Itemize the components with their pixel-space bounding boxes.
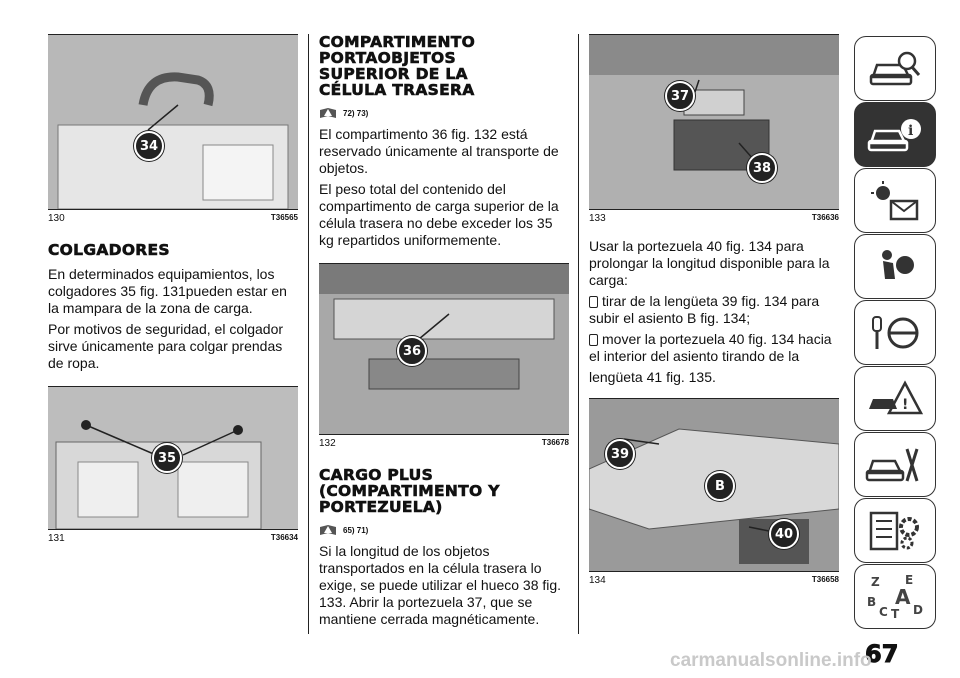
specs-gear-icon [869,511,919,550]
heading-line: (COMPARTIMENTO Y [319,482,500,500]
index-letter: D [913,602,923,617]
callout-39: 39 [605,439,635,469]
figure-131-number: 131 [48,533,65,544]
airbag-person-icon [882,249,914,279]
tab-car-info[interactable]: i [854,102,936,167]
figure-130-number: 130 [48,213,65,224]
index-letters-icon: Z E B A C D T [865,573,925,621]
car-info-icon: i [867,118,921,151]
heading-compartimento: COMPARTIMENTO PORTAOBJETOS SUPERIOR DE L… [319,33,569,99]
lights-mail-icon [871,180,919,220]
callout-40: 40 [769,519,799,549]
figure-132-number: 132 [319,438,336,449]
car-tools-icon [865,448,919,481]
tab-index[interactable]: Z E B A C D T [854,564,936,629]
callout-38: 38 [747,153,777,183]
key-steering-icon [872,315,919,349]
page-number: 67 [864,640,899,669]
callout-35: 35 [152,443,182,473]
figure-131-code: T36634 [270,533,298,542]
figure-130: 34 [48,34,298,210]
figure-132-code: T36678 [541,438,569,447]
list-item-text: tirar de la lengüeta 39 fig. 134 para [602,293,820,309]
figure-133: 37 38 [589,34,839,210]
index-letter: C [879,604,888,619]
heading-line: PORTAOBJETOS [319,49,456,67]
paragraph: Usar la portezuela 40 fig. 134 para prol… [589,238,830,288]
paragraph: El compartimento 36 fig. 132 está reserv… [319,126,559,176]
figure-134-number: 134 [589,575,606,586]
tab-key-steering[interactable] [854,300,936,365]
heading-cargo-plus: CARGO PLUS (COMPARTIMENTO Y PORTEZUELA) [319,466,569,516]
paragraph: lengüeta 41 fig. 135. [589,369,716,385]
bullet-box-icon [589,334,598,346]
heading-line: CARGO PLUS [319,466,434,484]
index-letter: T [891,606,900,621]
figure-131-image [48,387,298,529]
warning-ref: 72) 73) [319,106,569,120]
figure-134-code: T36658 [811,575,839,584]
figure-133-image [589,35,839,209]
callout-34: 34 [134,131,164,161]
book-warning-icon [320,525,336,535]
list-item-text: mover la portezuela 40 fig. 134 hacia [602,331,832,347]
paragraph: En determinados equipamientos, los colga… [48,266,287,316]
tab-airbag[interactable] [854,234,936,299]
figure-132: 36 [319,263,569,435]
svg-text:i: i [908,123,913,139]
heading-colgadores: COLGADORES [48,241,170,259]
paragraph: Si la longitud de los objetos transporta… [319,543,562,627]
list-item: tirar de la lengüeta 39 fig. 134 para [589,293,839,310]
tab-car-search[interactable] [854,36,936,101]
warning-ref: 65) 71) [319,523,569,537]
paragraph: subir el asiento B fig. 134; [589,310,751,326]
paragraph: Por motivos de seguridad, el colgador si… [48,321,284,371]
index-letter: B [867,594,877,609]
paragraph: El peso total del contenido del comparti… [319,181,559,248]
index-letter: A [895,584,911,609]
column-divider [578,34,579,634]
figure-132-caption: 132 T36678 [319,438,569,449]
callout-B: B [705,471,735,501]
tab-specs[interactable] [854,498,936,563]
column-3: 37 38 133 T36636 Usar la portezuela 40 f… [589,34,839,586]
figure-130-code: T36565 [270,213,298,222]
tab-car-warning[interactable]: ! [854,366,936,431]
footer-watermark: carmanualsonline.info [670,650,872,671]
car-warning-icon: ! [869,379,924,414]
figure-133-code: T36636 [811,213,839,222]
tab-lights-mail[interactable] [854,168,936,233]
index-letter: Z [871,574,880,589]
figure-134-caption: 134 T36658 [589,575,839,586]
list-item: mover la portezuela 40 fig. 134 hacia [589,331,839,348]
heading-line: SUPERIOR DE LA [319,65,468,83]
index-letter: E [905,572,914,587]
warning-ref-text: 72) 73) [343,108,369,118]
svg-text:!: ! [902,397,908,413]
figure-134: 39 B 40 [589,398,839,572]
figure-132-image [319,264,569,434]
warning-ref-text: 65) 71) [343,525,369,535]
figure-131-caption: 131 T36634 [48,533,298,544]
column-divider [308,34,309,634]
book-warning-icon [320,108,336,118]
figure-133-caption: 133 T36636 [589,213,839,224]
column-2: COMPARTIMENTO PORTAOBJETOS SUPERIOR DE L… [319,34,569,632]
column-1: 34 130 T36565 COLGADORES En determinados… [48,34,298,544]
car-search-icon [869,51,921,85]
figure-130-caption: 130 T36565 [48,213,298,224]
bullet-box-icon [589,296,598,308]
heading-line: CÉLULA TRASERA [319,81,475,99]
figure-130-image [48,35,298,209]
figure-131: 35 [48,386,298,530]
tab-car-tools[interactable] [854,432,936,497]
callout-36: 36 [397,336,427,366]
figure-133-number: 133 [589,213,606,224]
callout-37: 37 [665,81,695,111]
heading-line: COMPARTIMENTO [319,33,476,51]
paragraph: el interior del asiento tirando de la [589,348,800,364]
heading-line: PORTEZUELA) [319,498,443,516]
